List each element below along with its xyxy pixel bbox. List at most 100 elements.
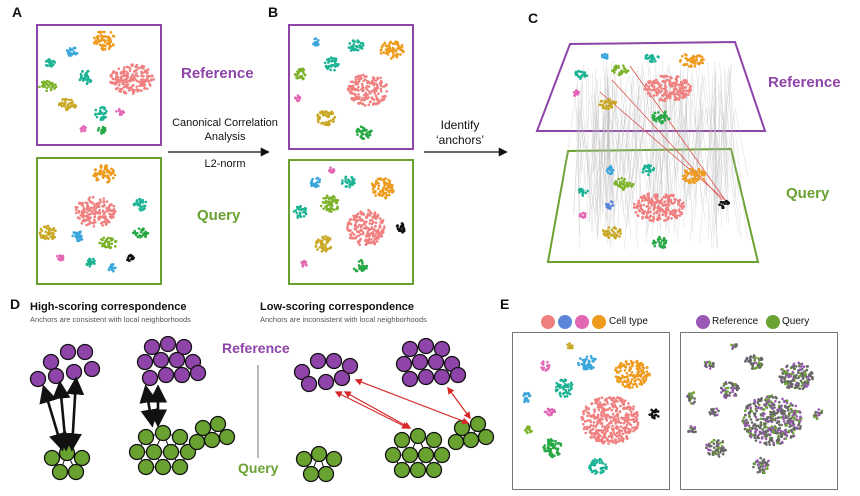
anchor-line xyxy=(606,119,615,210)
anchor-line xyxy=(663,96,667,247)
anchor-line xyxy=(573,65,585,213)
anchor-line xyxy=(646,87,655,224)
anchor-line xyxy=(710,75,722,247)
anchor-line xyxy=(630,77,643,201)
anchor-line xyxy=(582,116,600,191)
anchor-line xyxy=(683,102,686,229)
anchor-line xyxy=(656,72,673,217)
anchor-line xyxy=(655,97,659,178)
node-hs2-ref xyxy=(157,366,175,384)
anchor-line xyxy=(646,114,656,243)
graph-edge xyxy=(325,458,335,475)
node-ls3-query xyxy=(447,433,465,451)
anchor-line xyxy=(728,66,748,239)
low-scoring-subtitle: Anchors are inconsistent with local neig… xyxy=(260,315,427,324)
graph-edge xyxy=(217,423,228,438)
graph-edge xyxy=(303,458,312,475)
node-hs2-query xyxy=(137,458,155,476)
anchor-line xyxy=(639,113,651,182)
anchor-line xyxy=(662,61,670,219)
anchor-line xyxy=(653,75,655,197)
anchor-line xyxy=(707,63,718,244)
anchor-line xyxy=(605,86,610,228)
graph-edge xyxy=(477,423,487,438)
node-ls2-ref xyxy=(401,370,419,388)
anchor-line xyxy=(664,77,670,210)
node-isolated-query xyxy=(218,428,236,446)
graph-edge xyxy=(401,435,419,441)
anchor-line xyxy=(648,80,664,217)
anchor-line xyxy=(651,84,670,240)
anchor-line xyxy=(610,104,631,171)
node-hs1-ref xyxy=(59,343,77,361)
graph-edge xyxy=(75,457,83,473)
graph-edge xyxy=(455,427,463,443)
panel-b-query-box xyxy=(288,159,414,285)
node-ls2-ref xyxy=(395,355,413,373)
graph-edge xyxy=(417,435,435,441)
graph-edge xyxy=(202,427,213,441)
c-ref-lime xyxy=(611,64,630,77)
anchor-line xyxy=(630,84,647,187)
node-ls1-query xyxy=(325,450,343,468)
anchor-line xyxy=(626,76,646,228)
anchor-line xyxy=(686,105,689,169)
anchor-line xyxy=(721,112,739,234)
anchor-line xyxy=(725,71,728,185)
anchor-line xyxy=(578,96,599,240)
anchor-line xyxy=(647,97,668,233)
anchor-line xyxy=(624,86,631,167)
anchor-line xyxy=(714,62,718,249)
node-isolated-query xyxy=(209,415,227,433)
anchor-line xyxy=(688,62,701,193)
node-ls1-query xyxy=(295,450,313,468)
anchor-line xyxy=(706,108,719,249)
anchor-line xyxy=(630,76,641,201)
anchor-line xyxy=(591,90,600,231)
anchor-line xyxy=(598,96,601,222)
node-ls1-query xyxy=(310,445,328,463)
anchor-line xyxy=(635,70,653,199)
panel-letter-a: A xyxy=(12,4,23,20)
anchor-line xyxy=(670,61,686,202)
anchor-line xyxy=(674,96,684,180)
anchor-line xyxy=(660,93,666,196)
anchor-line xyxy=(575,91,581,235)
c-ref-orange xyxy=(678,53,705,68)
anchor-line xyxy=(606,68,614,246)
mismatched-anchor-line xyxy=(611,79,723,201)
anchor-line xyxy=(686,74,692,216)
anchor-line xyxy=(686,87,706,224)
graph-edge xyxy=(51,457,61,473)
anchor-line xyxy=(656,118,668,218)
anchor-line xyxy=(685,105,703,203)
graph-edge xyxy=(425,439,435,456)
cca-label-line2: Analysis xyxy=(204,131,246,143)
node-hs2-query xyxy=(154,424,172,442)
graph-edge xyxy=(162,432,172,453)
node-hs1-ref xyxy=(83,360,101,378)
anchor-line xyxy=(679,61,687,211)
anchor-line xyxy=(626,68,645,219)
identify-anchors-line2: ‘anchors’ xyxy=(435,133,485,147)
c-q-pink xyxy=(578,211,587,219)
anchor-line xyxy=(598,71,608,201)
node-hs2-ref xyxy=(159,335,177,353)
panel-c-query-label: Query xyxy=(786,185,830,202)
hs-anchor-arrow xyxy=(52,380,74,452)
anchor-line xyxy=(612,77,614,198)
node-ls2-ref xyxy=(427,353,445,371)
node-hs1-ref xyxy=(76,343,94,361)
anchor-line xyxy=(595,64,613,217)
panel-letter-c: C xyxy=(528,10,539,26)
hs-anchor-arrow xyxy=(39,384,67,452)
anchor-line xyxy=(607,66,612,250)
anchor-line xyxy=(624,88,637,250)
anchor-line xyxy=(614,86,620,240)
anchor-line xyxy=(607,104,627,227)
anchor-line xyxy=(712,65,732,249)
anchor-line xyxy=(705,106,716,194)
anchor-line xyxy=(677,98,688,208)
graph-edge xyxy=(433,439,443,456)
anchor-line xyxy=(650,106,659,239)
